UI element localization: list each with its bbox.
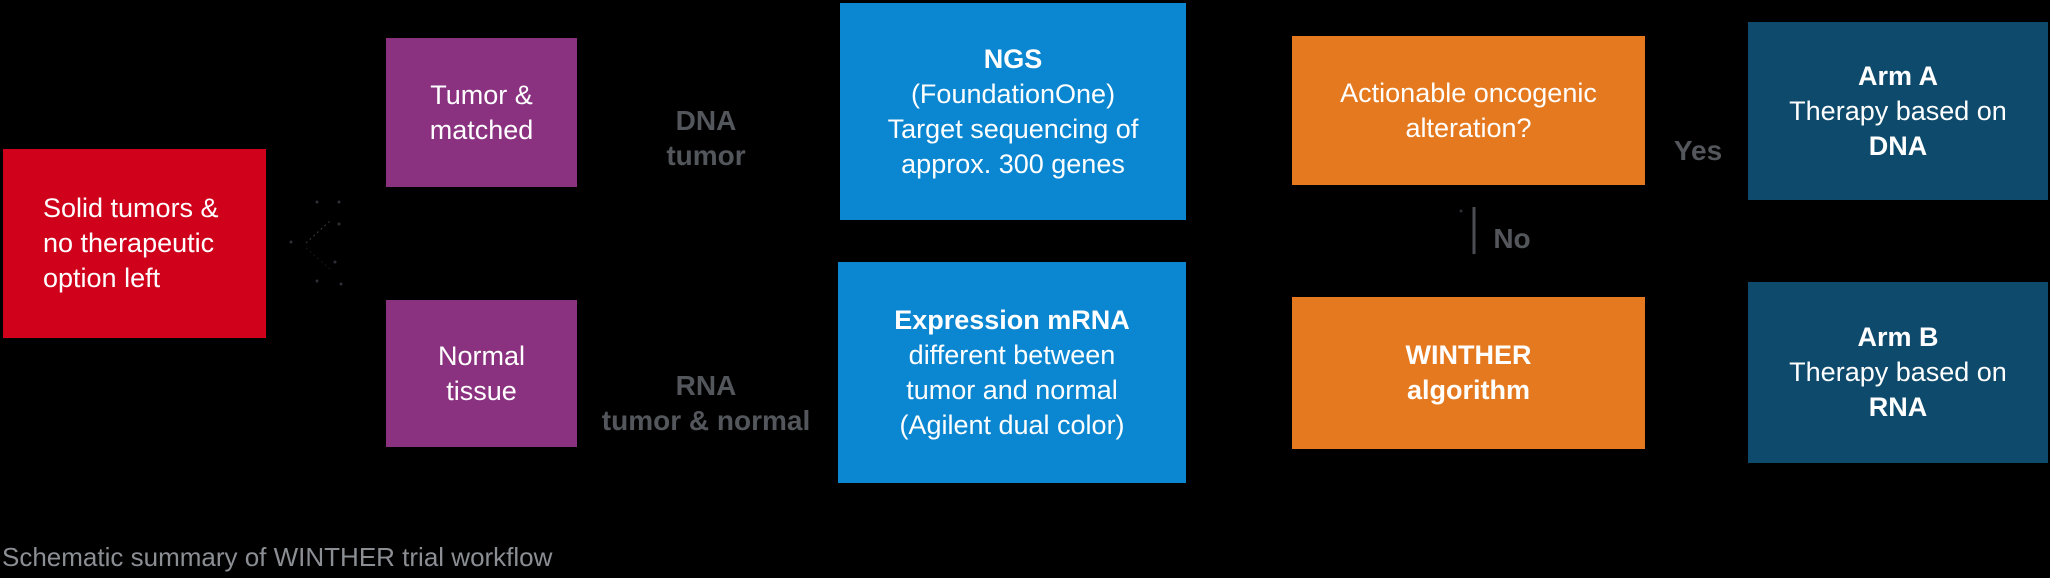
normal-tissue-node: Normal tissue xyxy=(386,300,577,447)
yes-edge-label: Yes xyxy=(1673,135,1723,166)
ngs-line2: (FoundationOne) xyxy=(910,78,1116,109)
tumor-matched-node: Tumor & matched xyxy=(386,38,577,187)
trace-dot xyxy=(1459,209,1463,213)
dna-label-line2: tumor xyxy=(666,140,746,171)
figure-caption: Schematic summary of WINTHER trial workf… xyxy=(2,542,553,572)
arm-a-line1: Arm A xyxy=(1857,60,1938,91)
winther-algorithm-node: WINTHER algorithm xyxy=(1292,297,1645,449)
rna-label-line2: tumor & normal xyxy=(601,405,811,436)
trace-dot xyxy=(337,200,341,204)
ngs-line4: approx. 300 genes xyxy=(901,148,1125,179)
arm-a-line2: Therapy based on xyxy=(1789,95,2007,126)
actionable-alteration-node: Actionable oncogenic alteration? xyxy=(1292,36,1645,185)
winther-line2: algorithm xyxy=(1406,375,1530,405)
rna-tumor-normal-edge-label: RNA tumor & normal xyxy=(581,368,831,438)
arm-a-line3: DNA xyxy=(1868,130,1928,161)
trace-dot xyxy=(289,240,293,244)
trace-dot xyxy=(333,260,337,264)
expression-line3: tumor and normal xyxy=(906,374,1118,405)
solid-tumors-line3: option left xyxy=(43,263,161,293)
trace-dot xyxy=(337,222,341,226)
dna-label-line1: DNA xyxy=(675,105,737,136)
actionable-line2: alteration? xyxy=(1405,112,1532,143)
solid-tumors-node: Solid tumors & no therapeutic option lef… xyxy=(3,149,266,338)
solid-tumors-line2: no therapeutic xyxy=(43,228,215,258)
arm-b-line1: Arm B xyxy=(1857,322,1939,352)
no-edge-label: No xyxy=(1493,223,1531,254)
arm-b-line2: Therapy based on xyxy=(1789,357,2007,387)
arm-a-node: Arm A Therapy based on DNA xyxy=(1748,22,2048,200)
normal-tissue-line1: Normal xyxy=(437,340,525,371)
expression-mrna-node: Expression mRNA different between tumor … xyxy=(838,262,1186,483)
normal-tissue-line2: tissue xyxy=(446,375,517,406)
trace-dot xyxy=(339,282,343,286)
expression-line1: Expression mRNA xyxy=(894,304,1130,335)
red-to-normal-arrow-trace xyxy=(305,247,332,271)
solid-tumors-line1: Solid tumors & xyxy=(43,193,219,223)
arm-b-line3: RNA xyxy=(1868,392,1928,422)
arm-b-node: Arm B Therapy based on RNA xyxy=(1748,282,2048,463)
red-to-tumor-arrow-trace xyxy=(305,219,332,244)
dna-tumor-edge-label: DNA tumor xyxy=(606,103,806,173)
trace-dot xyxy=(315,279,319,283)
expression-line4: (Agilent dual color) xyxy=(899,409,1125,440)
rna-label-line1: RNA xyxy=(675,370,737,401)
ngs-line1: NGS xyxy=(983,43,1043,74)
expression-line2: different between xyxy=(908,339,1116,370)
ngs-node: NGS (FoundationOne) Target sequencing of… xyxy=(840,3,1186,220)
trace-dot xyxy=(315,200,319,204)
ngs-line3: Target sequencing of xyxy=(887,113,1139,144)
actionable-line1: Actionable oncogenic xyxy=(1340,77,1597,108)
tumor-matched-line2: matched xyxy=(429,114,534,145)
winther-line1: WINTHER xyxy=(1405,340,1532,370)
tumor-matched-line1: Tumor & xyxy=(430,79,533,110)
